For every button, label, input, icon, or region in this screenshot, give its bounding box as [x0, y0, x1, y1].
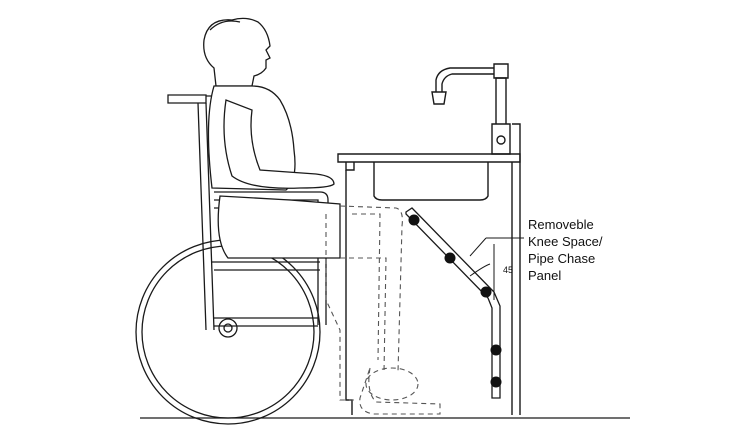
backsplash [512, 123, 521, 162]
hidden-lower-leg [339, 205, 403, 373]
pipe-chase-panel [405, 207, 502, 399]
wheelchair [135, 94, 329, 425]
hidden-foot [359, 367, 441, 415]
sink-bowl [373, 162, 489, 201]
callout-line-4: Panel [528, 268, 561, 283]
person-head [203, 17, 271, 87]
callout-line-3: Pipe Chase [528, 251, 595, 266]
panel-diagonal [405, 207, 501, 399]
panel-joint [444, 252, 456, 264]
angle-arc [469, 263, 491, 277]
cabinet-rear [511, 162, 521, 415]
person-thigh [217, 195, 341, 259]
callout-text: Removeble Knee Space/ Pipe Chase Panel [528, 217, 603, 283]
countertop [337, 153, 521, 163]
callout-line-1: Removeble [528, 217, 594, 232]
push-handle [167, 94, 207, 104]
front-apron [345, 162, 355, 171]
panel-joint [490, 376, 502, 388]
panel-joint [408, 214, 420, 226]
seat-frame [212, 261, 320, 271]
backrest-post [197, 102, 215, 331]
seated-person [203, 17, 341, 259]
axle-hub [218, 318, 238, 338]
hidden-knee [352, 213, 381, 361]
faucet [491, 123, 511, 155]
angle-indicator [469, 244, 495, 300]
hidden-legs [325, 205, 441, 415]
faucet-spout [435, 67, 494, 92]
panel-joint [480, 286, 492, 298]
panel-joint [490, 344, 502, 356]
callout-line-2: Knee Space/ [528, 234, 603, 249]
angle-label: 45 [503, 265, 513, 275]
person-arm [223, 99, 335, 189]
